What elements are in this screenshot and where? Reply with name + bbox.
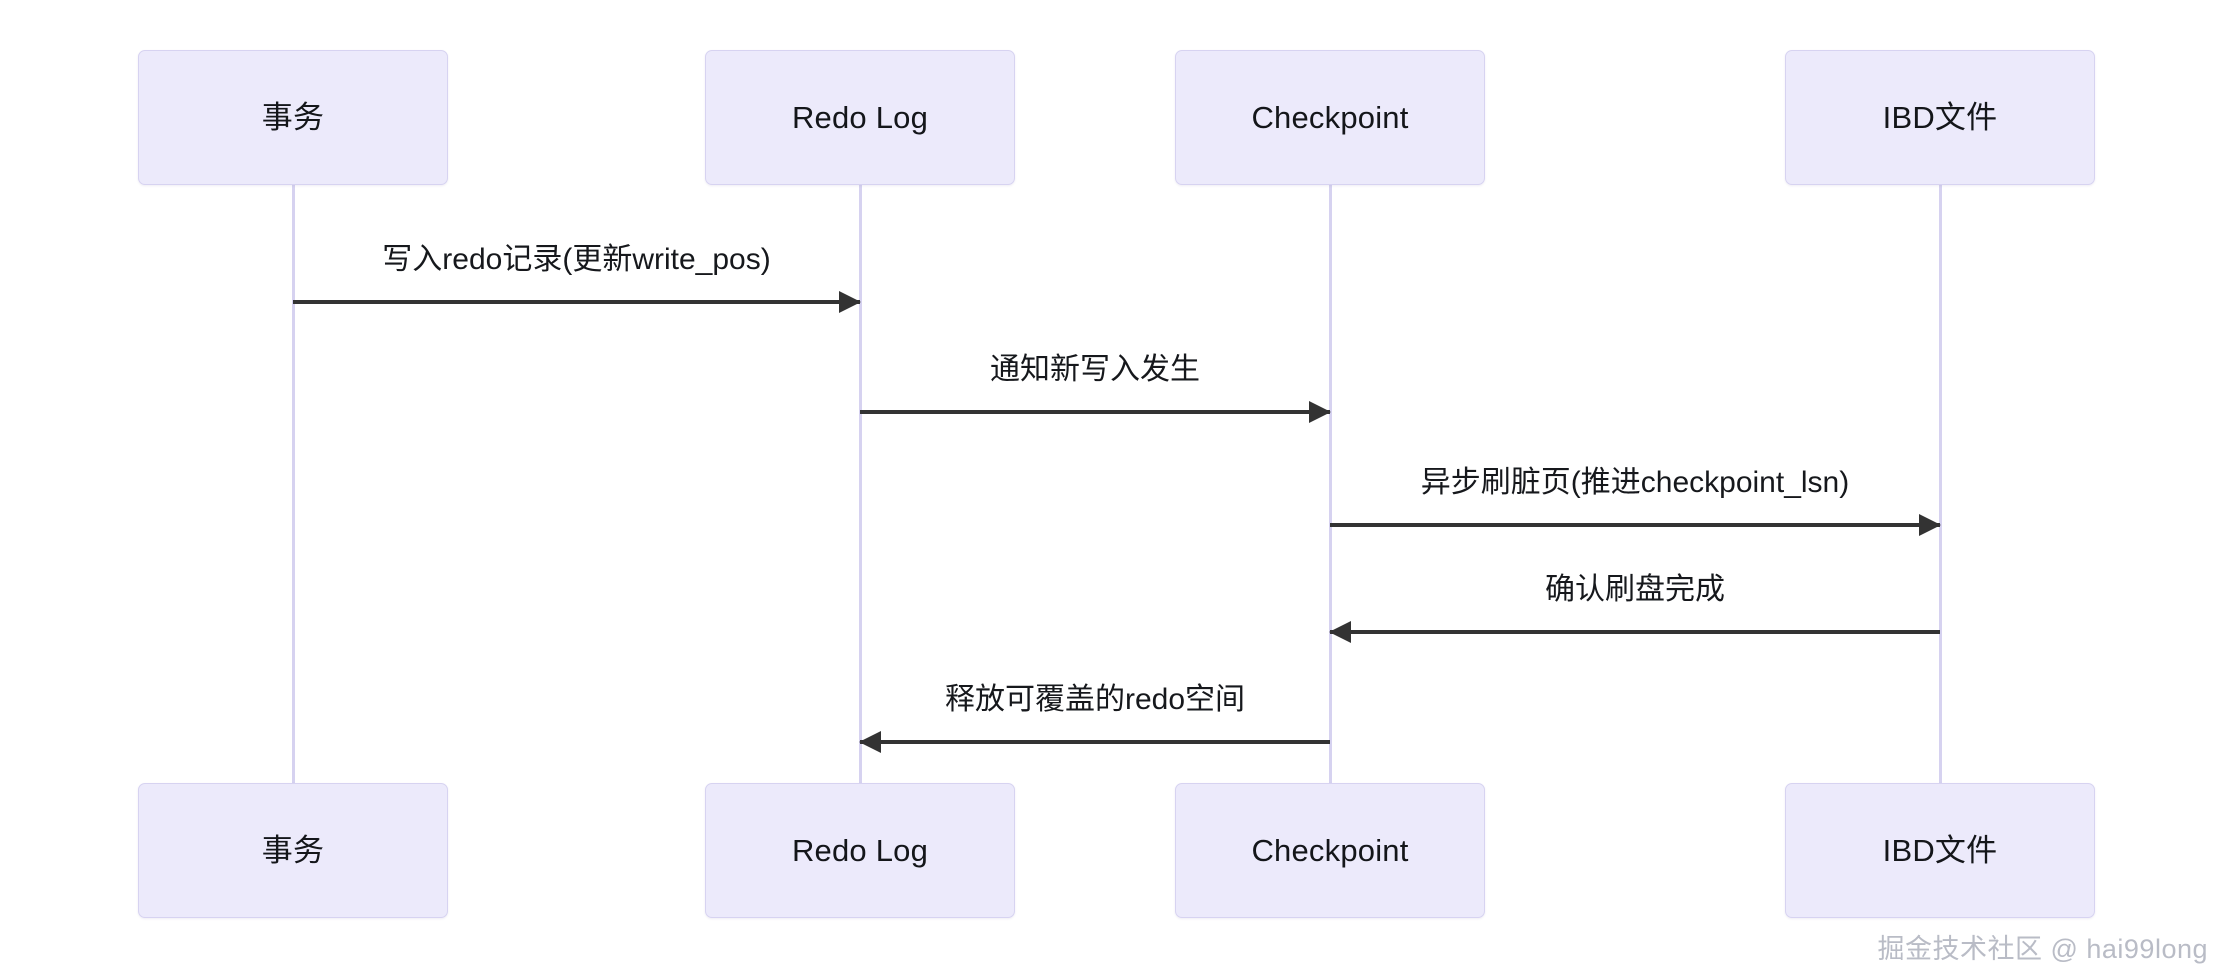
message-label: 异步刷脏页(推进checkpoint_lsn): [1420, 466, 1850, 499]
participant-footer-transaction[interactable]: 事务: [138, 783, 448, 918]
message-line: [1330, 630, 1940, 634]
participant-footer-redolog[interactable]: Redo Log: [705, 783, 1015, 918]
message-label: 通知新写入发生: [990, 353, 1200, 386]
message-line: [1330, 523, 1940, 527]
message-label: 确认刷盘完成: [1545, 573, 1725, 606]
participant-header-checkpoint[interactable]: Checkpoint: [1175, 50, 1485, 185]
participant-label: 事务: [261, 833, 325, 868]
message-label: 释放可覆盖的redo空间: [944, 683, 1246, 716]
participant-header-transaction[interactable]: 事务: [138, 50, 448, 185]
arrowhead-right-icon: [839, 291, 861, 313]
lifeline-redolog: [859, 185, 862, 783]
participant-label: IBD文件: [1882, 100, 1998, 135]
participant-label: 事务: [261, 100, 325, 135]
participant-header-ibdfile[interactable]: IBD文件: [1785, 50, 2095, 185]
lifeline-ibdfile: [1939, 185, 1942, 783]
arrowhead-right-icon: [1919, 514, 1941, 536]
message-line: [293, 300, 860, 304]
participant-label: Redo Log: [791, 833, 929, 868]
arrowhead-left-icon: [859, 731, 881, 753]
participant-label: Redo Log: [791, 100, 929, 135]
watermark-text: 掘金技术社区 @ hai99long: [1877, 934, 2208, 964]
lifeline-checkpoint: [1329, 185, 1332, 783]
participant-header-redolog[interactable]: Redo Log: [705, 50, 1015, 185]
message-label: 写入redo记录(更新write_pos): [382, 243, 771, 276]
arrowhead-left-icon: [1329, 621, 1351, 643]
participant-footer-ibdfile[interactable]: IBD文件: [1785, 783, 2095, 918]
participant-label: IBD文件: [1882, 833, 1998, 868]
message-line: [860, 410, 1330, 414]
arrowhead-right-icon: [1309, 401, 1331, 423]
participant-label: Checkpoint: [1251, 100, 1409, 135]
participant-label: Checkpoint: [1251, 833, 1409, 868]
message-line: [860, 740, 1330, 744]
participant-footer-checkpoint[interactable]: Checkpoint: [1175, 783, 1485, 918]
lifeline-transaction: [292, 185, 295, 783]
